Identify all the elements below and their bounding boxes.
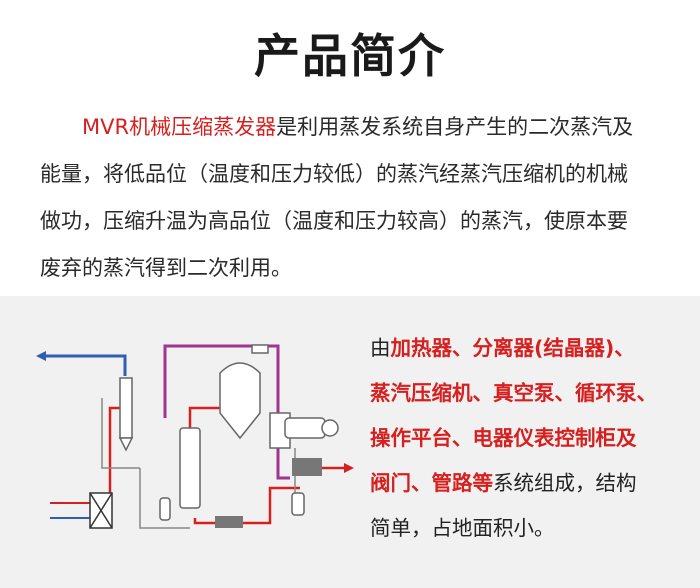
condenser-cone bbox=[118, 437, 134, 452]
valve bbox=[251, 344, 269, 354]
compressor bbox=[284, 417, 326, 439]
heater bbox=[179, 427, 201, 509]
product-name: MVR机械压缩蒸发器 bbox=[82, 115, 277, 139]
outlet-pipe bbox=[42, 354, 127, 376]
process-flow-diagram bbox=[36, 344, 354, 529]
storage-tank bbox=[291, 492, 305, 516]
circulation-pump bbox=[215, 516, 243, 528]
discharge-arrow-icon bbox=[344, 463, 354, 473]
info-panel bbox=[0, 296, 700, 588]
composition-text: 由加热器、分离器(结晶器)、 蒸汽压缩机、真空泵、循环泵、 操作平台、电器仪表控… bbox=[370, 326, 685, 551]
composition-line-1: 加热器、分离器(结晶器)、 bbox=[390, 336, 635, 360]
centrifuge bbox=[292, 458, 322, 476]
separator-vessel bbox=[219, 362, 261, 440]
composition-line-5: 简单，占地面积小。 bbox=[370, 516, 555, 540]
condenser-column bbox=[119, 377, 133, 439]
composition-line-4-suffix: 系统组成，结构 bbox=[493, 471, 637, 495]
composition-prefix: 由 bbox=[370, 336, 391, 360]
compressor-fan-icon bbox=[321, 419, 339, 437]
composition-line-4: 阀门、管路等 bbox=[370, 471, 493, 495]
feed-pipe bbox=[193, 486, 300, 525]
intro-paragraph: MVR机械压缩蒸发器是利用蒸发系统自身产生的二次蒸汽及 能量，将低品位（温度和压… bbox=[40, 104, 670, 292]
condensate-tank bbox=[159, 497, 171, 521]
intro-line-4: 废弃的蒸汽得到二次利用。 bbox=[40, 256, 292, 280]
vapor-pipe bbox=[163, 344, 290, 480]
composition-line-3: 操作平台、电器仪表控制柜及 bbox=[370, 426, 637, 450]
intro-line-1: 是利用蒸发系统自身产生的二次蒸汽及 bbox=[276, 115, 634, 139]
composition-line-2: 蒸汽压缩机、真空泵、循环泵、 bbox=[370, 381, 657, 405]
auxiliary-pipe-1 bbox=[101, 398, 140, 469]
page-title: 产品简介 bbox=[254, 29, 446, 83]
auxiliary-pipe-2 bbox=[139, 468, 190, 529]
preheater-cross bbox=[89, 492, 113, 529]
intro-line-2: 能量，将低品位（温度和压力较低）的蒸汽经蒸汽压缩机的机械 bbox=[40, 162, 628, 186]
outlet-arrow-icon bbox=[36, 351, 46, 361]
intro-line-3: 做功，压缩升温为高品位（温度和压力较高）的蒸汽，使原本要 bbox=[40, 209, 628, 233]
